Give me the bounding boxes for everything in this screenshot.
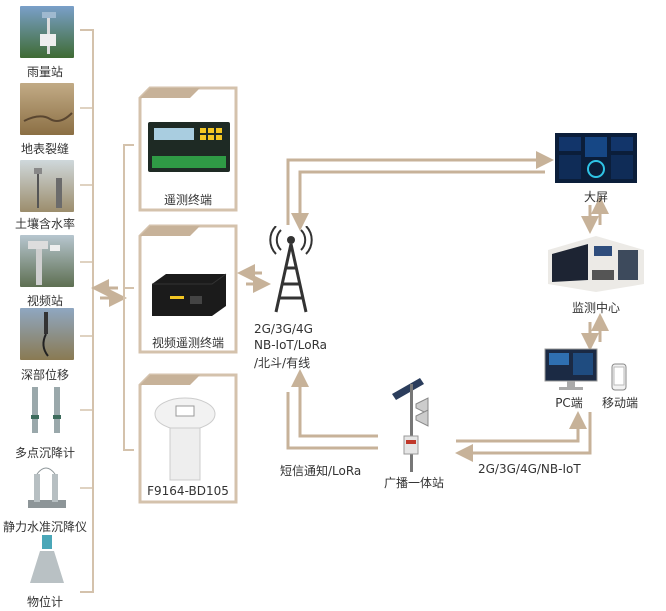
ground-crack-photo [20,83,74,135]
link-label-cellular: 2G/3G/4G/NB-IoT [478,462,581,476]
sensor-label-rain: 雨量站 [26,65,63,79]
video-station-photo [20,235,74,287]
sensor-label-multipoint: 多点沉降计 [14,446,75,460]
link-screen-to-tower [291,170,545,231]
link-broadcast-pc [456,411,587,443]
antenna-tower-icon [268,225,314,316]
sensor-label-crack: 地表裂缝 [20,142,69,156]
hydrostatic-level-photo [20,462,74,514]
bd-terminal-device [150,392,220,482]
monitor-center-icon [548,236,644,292]
sensor-label-level: 物位计 [26,595,63,609]
sensor-label-hydrostatic: 静力水准沉降仪 [2,520,87,534]
rain-gauge-photo [20,6,74,58]
pc-icon [543,347,599,391]
device-label-bd: F9164-BD105 [147,484,229,498]
video-telemetry-device [146,262,232,322]
big-screen-icon [555,133,637,183]
monitor-center-label: 监测中心 [571,301,620,315]
link-tower-to-screen [286,151,554,225]
mobile-label: 移动端 [601,396,638,410]
sensor-label-video: 视频站 [26,294,63,308]
tower-protocol-3: /北斗/有线 [254,356,311,370]
link-tower-broadcast [286,392,378,450]
link-label-sms-lora: 短信通知/LoRa [280,464,362,478]
pc-label: PC端 [555,396,583,410]
device-label-video: 视频遥测终端 [151,336,224,350]
device-bracket [123,144,134,451]
soil-moisture-photo [20,160,74,212]
broadcast-station-icon [384,374,444,474]
panel-frame-bd [138,373,238,504]
panel-frame-telemetry [138,86,238,212]
deep-displacement-photo [20,308,74,360]
tower-protocol-2: NB-IoT/LoRa [254,338,328,352]
level-meter-photo [20,533,74,585]
multipoint-settlement-photo [20,385,74,437]
big-screen-label: 大屏 [583,190,608,204]
telemetry-terminal-device [146,120,232,174]
broadcast-label: 广播一体站 [383,476,444,490]
sensor-bracket [80,29,94,593]
sensor-label-soil: 土壤含水率 [14,217,75,231]
sensor-label-deep: 深部位移 [20,368,69,382]
mobile-icon [611,363,627,391]
device-label-telemetry: 遥测终端 [163,193,212,207]
tower-protocol-1: 2G/3G/4G [254,322,313,336]
